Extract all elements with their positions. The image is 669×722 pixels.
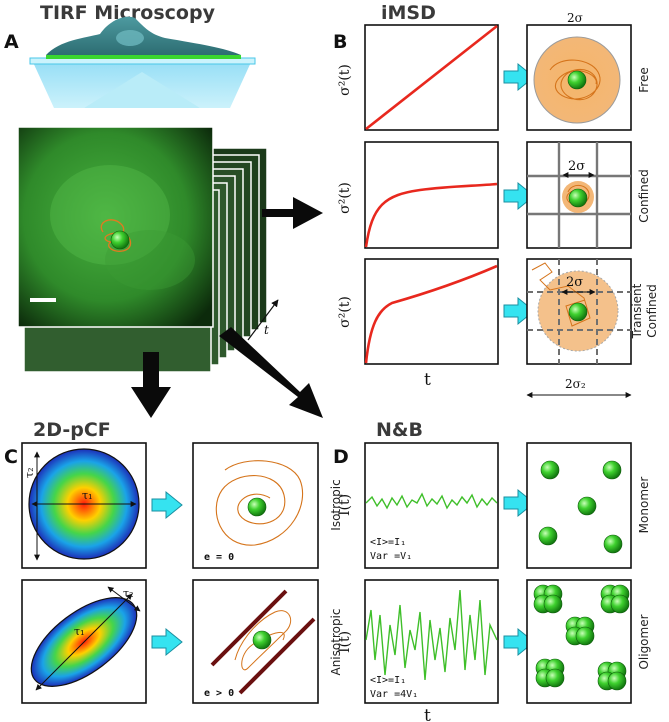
arrow-anisotropic: [151, 628, 183, 656]
oligomer-var: Var =4V₁: [370, 689, 418, 700]
imsd-xlabel: t: [424, 370, 431, 390]
nb-oligomer-schematic: Oligomer: [526, 579, 651, 704]
eccentricity-anisotropic: e > 0: [204, 688, 234, 699]
label-free: Free: [637, 67, 651, 92]
pcf-isotropic-map: τ₁ τ₂: [21, 442, 147, 569]
monomer-var: Var =V₁: [370, 551, 412, 562]
confined-sigma: 2σ: [568, 159, 585, 174]
panel-label-a: A: [4, 31, 19, 53]
eccentricity-isotropic: e = 0: [204, 552, 234, 563]
svg-text:τ₂: τ₂: [123, 587, 134, 600]
nb-xlabel: t: [424, 706, 431, 722]
svg-text:τ₂: τ₂: [23, 468, 36, 479]
svg-text:I(t): I(t): [337, 631, 353, 653]
imsd-transient-schematic: 2σ Transient Confined: [526, 258, 659, 365]
svg-text:τ₁: τ₁: [82, 489, 93, 502]
imsd-plot-transient: σ²(t) t: [337, 258, 499, 390]
svg-text:τ₁: τ₁: [74, 625, 85, 638]
panel-label-c: C: [4, 446, 18, 468]
imsd-title: iMSD: [381, 2, 436, 24]
label-confined: Confined: [637, 169, 651, 223]
oligomer-mean: <I>=I₁: [370, 675, 406, 686]
nb-trace-monomer: I(t) <I>=I₁ Var =V₁: [337, 442, 499, 569]
scale-bar: [30, 298, 56, 302]
svg-text:σ²(t): σ²(t): [337, 296, 353, 328]
svg-text:σ²(t): σ²(t): [337, 182, 353, 214]
label-anisotropic: Anisotropic: [329, 608, 343, 675]
label-monomer: Monomer: [637, 477, 651, 534]
pcf-isotropic-schematic: e = 0 Isotropic: [192, 442, 343, 569]
nb-trace-oligomer: I(t) <I>=I₁ Var =4V₁ t: [337, 579, 499, 722]
time-axis-label: t: [264, 323, 269, 337]
imsd-free-schematic: Free: [526, 24, 651, 131]
imsd-sigma-bottom: 2σ₂: [526, 377, 632, 398]
pcf-title: 2D-pCF: [33, 419, 111, 441]
label-oligomer: Oligomer: [637, 614, 651, 669]
tirf-illustration: [29, 16, 256, 108]
pcf-anisotropic-schematic: e > 0 Anisotropic: [192, 579, 343, 704]
imsd-plot-free: σ²(t): [337, 24, 499, 131]
flow-arrows: [131, 197, 323, 418]
nb-ylabel: I(t): [337, 494, 353, 516]
svg-text:2σ₂: 2σ₂: [565, 377, 586, 391]
imsd-confined-schematic: 2σ Confined: [526, 141, 651, 249]
pcf-anisotropic-map: τ₁ τ₂: [21, 579, 147, 704]
nb-title: N&B: [376, 419, 423, 441]
panel-label-d: D: [333, 446, 349, 468]
arrow-isotropic: [151, 491, 183, 519]
label-transient: Transient: [630, 283, 644, 339]
svg-text:2σ: 2σ: [567, 11, 583, 25]
tirf-front-frame: [17, 126, 214, 328]
imsd-plot-confined: σ²(t): [337, 141, 499, 249]
imsd-ylabel: σ²(t): [337, 64, 353, 96]
transient-sigma: 2σ: [566, 275, 583, 290]
tirf-image-stack: t: [17, 126, 279, 373]
label-confined-2: Confined: [645, 284, 659, 338]
time-axis-arrow: [247, 299, 279, 341]
monomer-mean: <I>=I₁: [370, 537, 406, 548]
tirf-title: TIRF Microscopy: [40, 2, 216, 24]
label-isotropic: Isotropic: [329, 479, 343, 530]
nb-monomer-schematic: Monomer: [526, 442, 651, 569]
panel-label-b: B: [333, 31, 347, 53]
